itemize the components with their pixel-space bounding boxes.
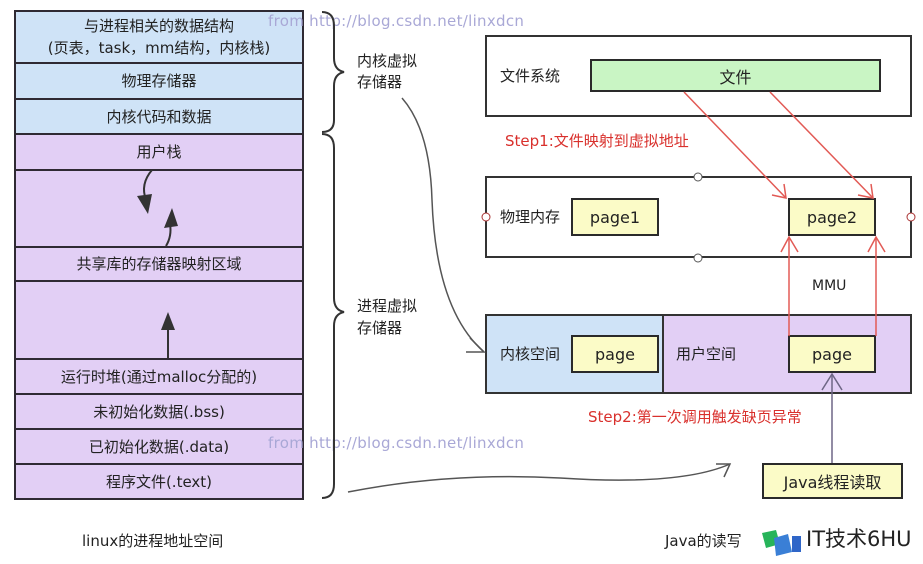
segment-runtime-heap: 运行时堆(通过malloc分配的) (14, 358, 304, 395)
file-block: 文件 (590, 59, 881, 92)
user-space-label: 用户空间 (676, 345, 737, 363)
kernel-brace (321, 11, 345, 133)
segment-heap-gap (14, 280, 304, 360)
segment-physical-memory: 物理存储器 (14, 62, 304, 100)
watermark-top: from http://blog.csdn.net/linxdcn (268, 12, 525, 30)
segment-bss: 未初始化数据(.bss) (14, 393, 304, 430)
logo-text: IT技术6HU (806, 527, 912, 551)
watermark-bottom: from http://blog.csdn.net/linxdcn (268, 434, 525, 452)
mmu-label: MMU (812, 278, 847, 294)
page2-block: page2 (788, 198, 876, 236)
physical-memory-label: 物理内存 (500, 208, 561, 226)
segment-kernel-code-data: 内核代码和数据 (14, 98, 304, 135)
segment-label: 已初始化数据(.data) (88, 437, 230, 456)
logo-icon (762, 530, 802, 556)
segment-label-sub: (页表，task，mm结构，内核栈) (47, 39, 271, 57)
page1-label: page1 (589, 207, 641, 227)
segment-stack-gap (14, 169, 304, 248)
kernel-space-label: 内核空间 (500, 345, 561, 363)
segment-label: 与进程相关的数据结构 (83, 17, 234, 35)
java-thread-label: Java线程读取 (783, 473, 882, 492)
segment-text: 程序文件(.text) (14, 463, 304, 500)
segment-label: 运行时堆(通过malloc分配的) (60, 367, 258, 386)
kernel-page-label: page (595, 344, 635, 364)
process-virtual-memory-label-1: 进程虚拟 (357, 297, 418, 315)
left-caption: linux的进程地址空间 (82, 532, 224, 550)
step1-label: Step1:文件映射到虚拟地址 (505, 132, 689, 150)
user-page-block: page (788, 335, 876, 373)
text-to-java-arrow (347, 463, 731, 493)
segment-label: 共享库的存储器映射区域 (76, 255, 242, 273)
segment-label: 用户栈 (136, 143, 182, 161)
page1-block: page1 (571, 198, 659, 236)
file-label: 文件 (719, 67, 752, 87)
segment-kernel-data-structures: 与进程相关的数据结构 (页表，task，mm结构，内核栈) (14, 10, 304, 64)
segment-data: 已初始化数据(.data) (14, 428, 304, 465)
segment-label: 内核代码和数据 (106, 107, 212, 126)
step2-label: Step2:第一次调用触发缺页异常 (588, 408, 802, 426)
segment-label: 程序文件(.text) (105, 472, 213, 491)
kernel-virtual-memory-label-2: 存储器 (357, 73, 403, 91)
process-virtual-memory-label-2: 存储器 (357, 319, 403, 337)
right-caption: Java的读写 (665, 532, 742, 550)
filesystem-label: 文件系统 (500, 67, 561, 85)
kernel-virtual-memory-label-1: 内核虚拟 (357, 52, 418, 70)
segment-label: 物理存储器 (121, 72, 197, 90)
segment-label: 未初始化数据(.bss) (93, 402, 225, 421)
segment-shared-lib-mapping: 共享库的存储器映射区域 (14, 246, 304, 282)
user-page-label: page (812, 344, 852, 364)
kernel-page-block: page (571, 335, 659, 373)
java-thread-block: Java线程读取 (762, 463, 903, 499)
segment-user-stack: 用户栈 (14, 133, 304, 171)
page2-label: page2 (806, 207, 858, 227)
